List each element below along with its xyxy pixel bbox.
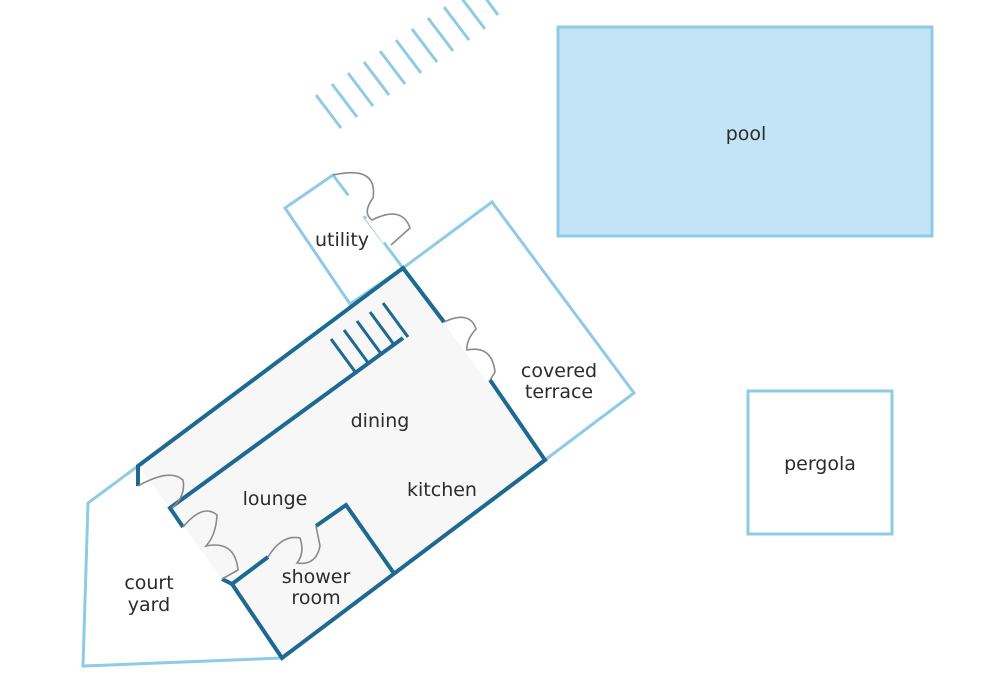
label-utility: utility [315, 229, 369, 251]
label-kitchen: kitchen [407, 479, 477, 501]
label-room: room [291, 587, 340, 609]
covered-terrace-outline [402, 199, 637, 462]
pergola [746, 389, 894, 536]
pool [556, 25, 934, 238]
court-yard-outline [81, 464, 283, 668]
house-interior [138, 268, 545, 658]
interior-stairs [329, 302, 410, 374]
label-yard: yard [128, 594, 170, 616]
door-swings [137, 171, 496, 580]
label-pergola: pergola [784, 453, 856, 475]
exterior-stairs [314, 0, 500, 129]
label-lounge: lounge [243, 488, 308, 510]
label-court: court [124, 572, 173, 594]
label-terrace: terrace [525, 381, 593, 403]
label-dining: dining [351, 410, 410, 432]
label-shower: shower [282, 566, 351, 588]
label-pool: pool [726, 123, 767, 145]
house-walls [136, 265, 548, 661]
label-covered: covered [521, 360, 597, 382]
